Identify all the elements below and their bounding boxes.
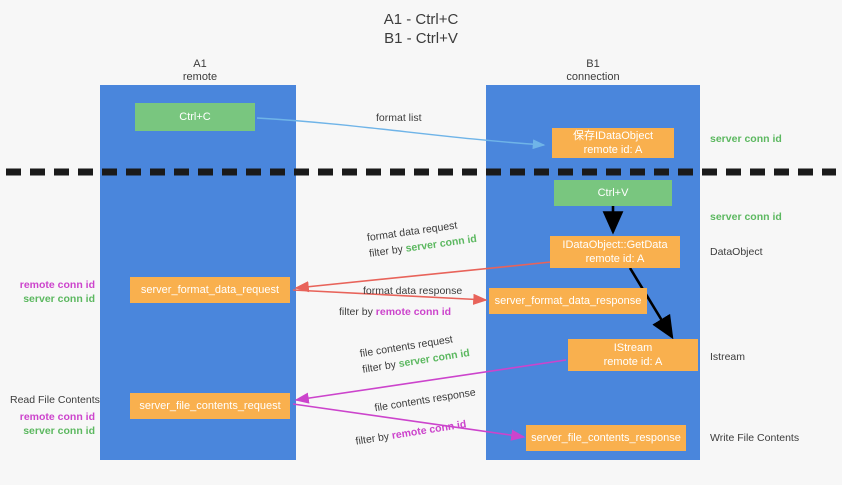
lane-b1-title: B1 [586,58,600,70]
arrow-format-list [256,117,546,150]
node-idataobject-getdata-line1: IDataObject::GetData [562,239,668,251]
node-server-file-contents-response[interactable]: server_file_contents_response [526,425,686,451]
arrow-format-data-response [292,289,488,305]
node-server-file-contents-response-line1: server_file_contents_response [531,432,681,444]
left-label-group-2: remote conn id server conn id [10,410,95,438]
node-ctrl-c-line1: Ctrl+C [179,111,211,123]
node-idataobject-getdata[interactable]: IDataObject::GetData remote id: A [550,236,680,268]
right-label-dataobject: DataObject [710,246,763,258]
left-label-server-conn-id-2: server conn id [23,425,95,437]
node-server-format-data-request-line1: server_format_data_request [140,284,280,296]
left-label-remote-conn-id-2: remote conn id [19,411,95,423]
edge-filter-format-data-response: filter by remote conn id [339,305,451,319]
left-label-read-file-contents: Read File Contents [10,394,100,406]
node-idataobject-saved-line2: remote id: A [583,144,643,156]
left-label-remote-conn-id-1: remote conn id [19,279,95,291]
right-label-server-conn-id-mid: server conn id [710,211,782,223]
node-istream[interactable]: IStream remote id: A [568,339,698,371]
arrow-file-contents-response [292,403,526,441]
node-server-format-data-response[interactable]: server_format_data_response [489,288,647,314]
node-idataobject-saved-line1: 保存IDataObject [572,130,654,142]
edge-label-format-data-response: format data response [363,285,463,297]
edge-label-format-list: format list [376,112,422,124]
node-server-file-contents-request[interactable]: server_file_contents_request [130,393,290,419]
right-label-istream: Istream [710,351,746,363]
filter-by-text-2: filter by [339,306,376,318]
node-ctrl-c[interactable]: Ctrl+C [135,103,255,131]
node-server-format-data-request[interactable]: server_format_data_request [130,277,290,303]
node-ctrl-v[interactable]: Ctrl+V [554,180,672,206]
lane-a1-subtitle: remote [182,71,218,83]
node-server-file-contents-request-line1: server_file_contents_request [139,400,281,412]
arrow-file-contents-request [294,359,567,404]
node-idataobject-saved[interactable]: 保存IDataObject remote id: A [552,128,674,158]
right-label-write-file-contents: Write File Contents [710,432,800,444]
lane-b1-subtitle: connection [566,71,620,83]
node-server-format-data-response-line1: server_format_data_response [494,295,642,307]
node-istream-line1: IStream [613,342,653,354]
node-idataobject-getdata-line2: remote id: A [585,253,645,265]
arrow-format-data-request [294,261,552,293]
remote-conn-id-text-1: remote conn id [375,306,452,318]
left-label-server-conn-id-1: server conn id [23,293,95,305]
node-ctrl-v-line1: Ctrl+V [597,187,629,199]
page-title: A1 - Ctrl+C B1 - Ctrl+V [383,11,459,47]
lane-a1-title: A1 [193,58,207,70]
left-label-group-1: remote conn id server conn id [10,278,95,306]
arrow-getdata-to-istream [628,267,674,340]
node-istream-line2: remote id: A [603,356,663,368]
right-label-server-conn-id-top: server conn id [710,133,782,145]
